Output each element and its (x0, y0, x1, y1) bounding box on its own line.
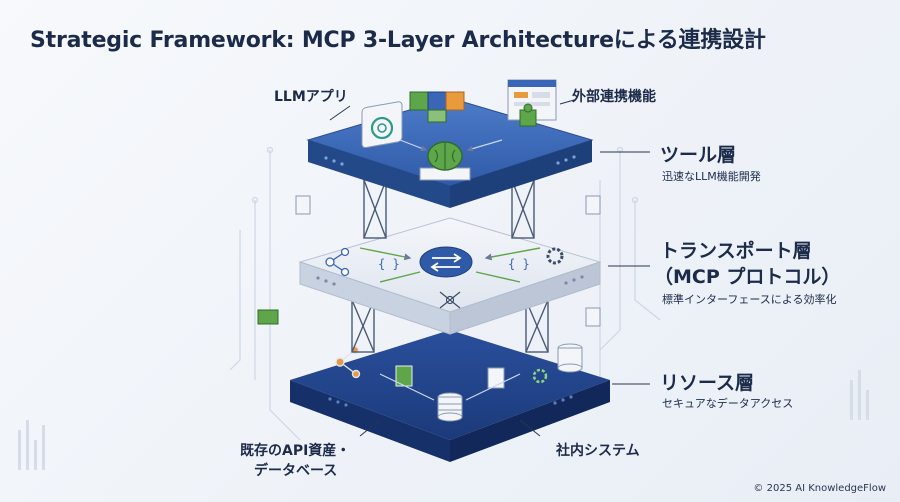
puzzle-icon (409, 91, 465, 123)
background-circuit (229, 146, 661, 441)
document-icon (295, 195, 601, 327)
network-icon (439, 291, 461, 309)
leader-lines (329, 99, 650, 437)
external-integration-label: 外部連携機能 (572, 89, 656, 105)
llm-app-label: LLMアプリ (274, 89, 348, 105)
transport-layer-subtitle: 標準インターフェースによる効率化 (662, 293, 837, 306)
resource-arrows (379, 373, 521, 401)
tool-arrows (399, 139, 503, 152)
transfer-arrows-icon (419, 246, 473, 278)
tool-layer-title: ツール層 (660, 144, 737, 166)
gear-icon (532, 368, 548, 384)
gear-icon (546, 247, 564, 265)
bracket-symbol: { } (378, 257, 400, 271)
background-bars (18, 370, 869, 470)
resource-layer-title: リソース層 (660, 372, 755, 394)
legacy-assets-label-line2: データベース (254, 463, 338, 479)
window-icon (507, 79, 557, 121)
network-icon (325, 247, 350, 277)
brain-icon (419, 141, 471, 181)
resource-layer-subtitle: セキュアなデータアクセス (662, 397, 794, 410)
transport-layer-title: トランスポート層 (660, 240, 812, 262)
bracket-symbol: { } (508, 257, 530, 271)
page-title: Strategic Framework: MCP 3-Layer Archite… (30, 28, 766, 53)
transport-arrows (359, 247, 541, 283)
internal-systems-label: 社内システム (556, 443, 640, 459)
openai-logo-icon (361, 101, 403, 149)
transport-layer-title-line2: （MCP プロトコル） (654, 266, 841, 288)
database-icon (437, 392, 463, 422)
tool-layer-subtitle: 迅速なLLM機能開発 (662, 170, 761, 183)
legacy-assets-label-line1: 既存のAPI資産・ (240, 443, 351, 459)
puzzle-icon (519, 103, 537, 127)
folder-icon (257, 309, 279, 325)
resource-layer-platform (290, 330, 610, 462)
database-icon (557, 343, 583, 373)
copyright: © 2025 AI KnowledgeFlow (753, 483, 886, 494)
